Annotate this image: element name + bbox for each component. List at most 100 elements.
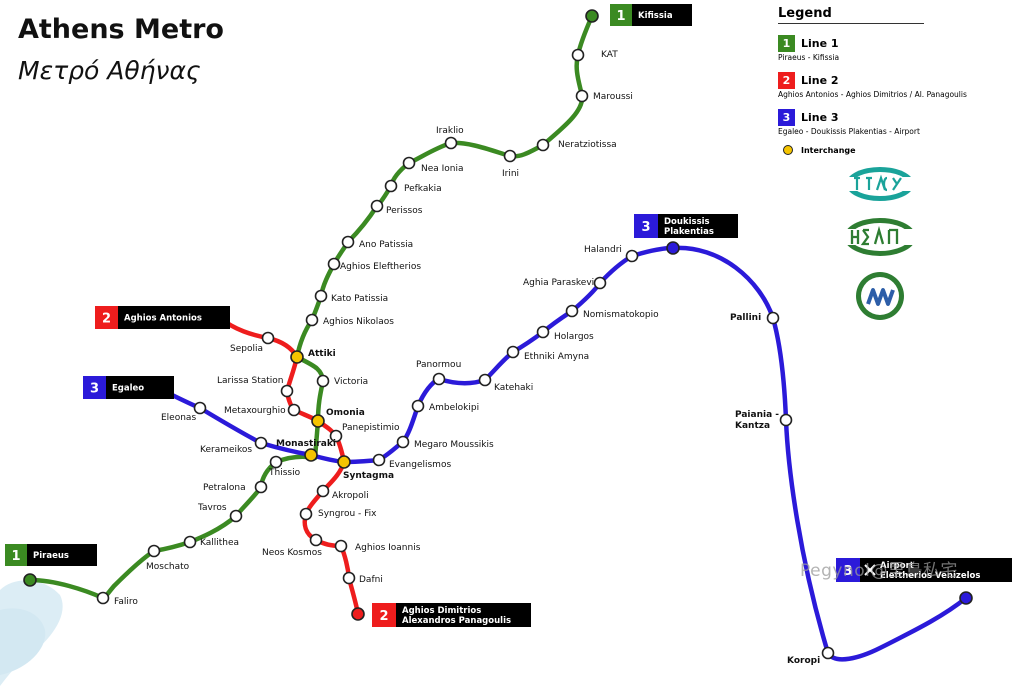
legend-heading: Legend bbox=[778, 6, 924, 24]
station-label-eleonas: Eleonas bbox=[161, 413, 196, 423]
station-panormou[interactable] bbox=[432, 372, 446, 386]
station-label-akropoli: Akropoli bbox=[332, 491, 369, 501]
terminal-name-aghios-antonios: Aghios Antonios bbox=[124, 314, 202, 324]
legend: Legend 1 Line 1 Piraeus - Kifissia 2 Lin… bbox=[778, 6, 988, 155]
terminal-label-box-piraeus bbox=[27, 544, 97, 566]
station-dafni[interactable] bbox=[342, 571, 356, 585]
station-paiania-kantza[interactable] bbox=[779, 413, 793, 427]
station-aghios-nikolaos[interactable] bbox=[305, 313, 319, 327]
station-label-iraklio: Iraklio bbox=[436, 126, 464, 136]
station-label-omonia: Omonia bbox=[326, 408, 365, 418]
station-nomismatokopio[interactable] bbox=[565, 304, 579, 318]
station-label-nea-ionia: Nea Ionia bbox=[421, 164, 464, 174]
station-sepolia[interactable] bbox=[261, 331, 275, 345]
station-kerameikos[interactable] bbox=[254, 436, 268, 450]
terminal-badge-airport bbox=[836, 558, 860, 582]
station-syntagma[interactable] bbox=[337, 455, 351, 469]
isap-logo bbox=[842, 218, 918, 256]
station-katehaki[interactable] bbox=[478, 373, 492, 387]
station-ambelokipi[interactable] bbox=[411, 399, 425, 413]
terminal-name-aghios-dimitrios: Alexandros Panagoulis bbox=[402, 616, 511, 626]
station-nea-ionia[interactable] bbox=[402, 156, 416, 170]
legend-line-1: 1 Line 1 Piraeus - Kifissia bbox=[778, 34, 988, 62]
legend-interchange: Interchange bbox=[778, 145, 988, 155]
station-label-tavros: Tavros bbox=[197, 503, 227, 513]
station-label-halandri: Halandri bbox=[584, 245, 622, 255]
station-moschato[interactable] bbox=[147, 544, 161, 558]
station-evangelismos[interactable] bbox=[372, 453, 386, 467]
station-maroussi[interactable] bbox=[575, 89, 589, 103]
station-kato-patissia[interactable] bbox=[314, 289, 328, 303]
station-label-syngrou-fix: Syngrou - Fix bbox=[318, 509, 377, 519]
station-label-kat: KAT bbox=[601, 50, 618, 60]
sea-area-2 bbox=[0, 608, 46, 675]
station-label-neos-kosmos: Neos Kosmos bbox=[262, 548, 322, 558]
station-label-aghios-eleftherios: Aghios Eleftherios bbox=[340, 262, 421, 272]
station-kallithea[interactable] bbox=[183, 535, 197, 549]
station-label-panormou: Panormou bbox=[416, 360, 461, 370]
station-monastiraki[interactable] bbox=[304, 448, 318, 462]
station-ethniki-amyna[interactable] bbox=[506, 345, 520, 359]
terminal-badge-aghios-antonios bbox=[95, 306, 118, 329]
station-label-megaro-moussikis: Megaro Moussikis bbox=[414, 440, 494, 450]
terminal-dot-airport[interactable] bbox=[959, 591, 973, 605]
station-label-evangelismos: Evangelismos bbox=[389, 460, 451, 470]
terminal-label-box-aghios-antonios bbox=[118, 306, 230, 329]
station-koropi[interactable] bbox=[821, 646, 835, 660]
station-pallini[interactable] bbox=[766, 311, 780, 325]
terminal-dot-doukissis[interactable] bbox=[666, 241, 680, 255]
watermark: Pegynol@里鳥私宅 bbox=[800, 561, 958, 581]
station-aghios-eleftherios[interactable] bbox=[327, 257, 341, 271]
terminal-label-box-airport bbox=[860, 558, 1012, 582]
terminal-dot-kifissia[interactable] bbox=[585, 9, 599, 23]
station-label-neratziotissa: Neratziotissa bbox=[558, 140, 617, 150]
station-label-holargos: Holargos bbox=[554, 332, 594, 342]
station-label-koropi: Koropi bbox=[787, 656, 820, 666]
station-tavros[interactable] bbox=[229, 509, 243, 523]
station-ano-patissia[interactable] bbox=[341, 235, 355, 249]
map-subtitle: Μετρό Αθήνας bbox=[18, 56, 201, 85]
station-iraklio[interactable] bbox=[444, 136, 458, 150]
terminal-name-kifissia: Kifissia bbox=[638, 11, 673, 21]
station-petralona[interactable] bbox=[254, 480, 268, 494]
line-1-badge: 1 bbox=[778, 34, 795, 52]
station-perissos[interactable] bbox=[370, 199, 384, 213]
station-irini[interactable] bbox=[503, 149, 517, 163]
station-aghios-ioannis[interactable] bbox=[334, 539, 348, 553]
station-akropoli[interactable] bbox=[316, 484, 330, 498]
line-3-track bbox=[157, 245, 969, 662]
station-neratziotissa[interactable] bbox=[536, 138, 550, 152]
station-thissio[interactable] bbox=[269, 455, 283, 469]
station-label-aghios-ioannis: Aghios Ioannis bbox=[355, 543, 421, 553]
station-victoria[interactable] bbox=[316, 374, 330, 388]
station-larissa[interactable] bbox=[280, 384, 294, 398]
station-kat[interactable] bbox=[571, 48, 585, 62]
station-label-dafni: Dafni bbox=[359, 575, 383, 585]
station-neos-kosmos[interactable] bbox=[309, 533, 323, 547]
station-eleonas[interactable] bbox=[193, 401, 207, 415]
station-pefkakia[interactable] bbox=[384, 179, 398, 193]
station-label-syntagma: Syntagma bbox=[343, 471, 394, 481]
station-megaro-moussikis[interactable] bbox=[396, 435, 410, 449]
station-label-ethniki-amyna: Ethniki Amyna bbox=[524, 352, 589, 362]
terminal-dot-piraeus[interactable] bbox=[23, 573, 37, 587]
airplane-icon bbox=[864, 564, 876, 576]
station-label-sepolia: Sepolia bbox=[230, 344, 263, 354]
map-title: Athens Metro bbox=[18, 14, 224, 45]
terminal-number-aghios-dimitrios: 2 bbox=[379, 609, 388, 624]
station-omonia[interactable] bbox=[311, 414, 325, 428]
station-aghia-paraskevi[interactable] bbox=[593, 276, 607, 290]
station-panepistimio[interactable] bbox=[329, 429, 343, 443]
station-label-monastiraki: Monastiraki bbox=[276, 439, 336, 449]
station-label-paiania-kantza: Paiania - bbox=[735, 410, 779, 420]
terminal-badge-kifissia bbox=[610, 4, 632, 26]
station-syngrou-fix[interactable] bbox=[299, 507, 313, 521]
station-label-irini: Irini bbox=[502, 169, 519, 179]
station-faliro[interactable] bbox=[96, 591, 110, 605]
station-attiki[interactable] bbox=[290, 350, 304, 364]
station-metaxourghio[interactable] bbox=[287, 403, 301, 417]
terminal-badge-piraeus bbox=[5, 544, 27, 566]
terminal-dot-aghios-dimitrios[interactable] bbox=[351, 607, 365, 621]
station-holargos[interactable] bbox=[536, 325, 550, 339]
station-halandri[interactable] bbox=[625, 249, 639, 263]
